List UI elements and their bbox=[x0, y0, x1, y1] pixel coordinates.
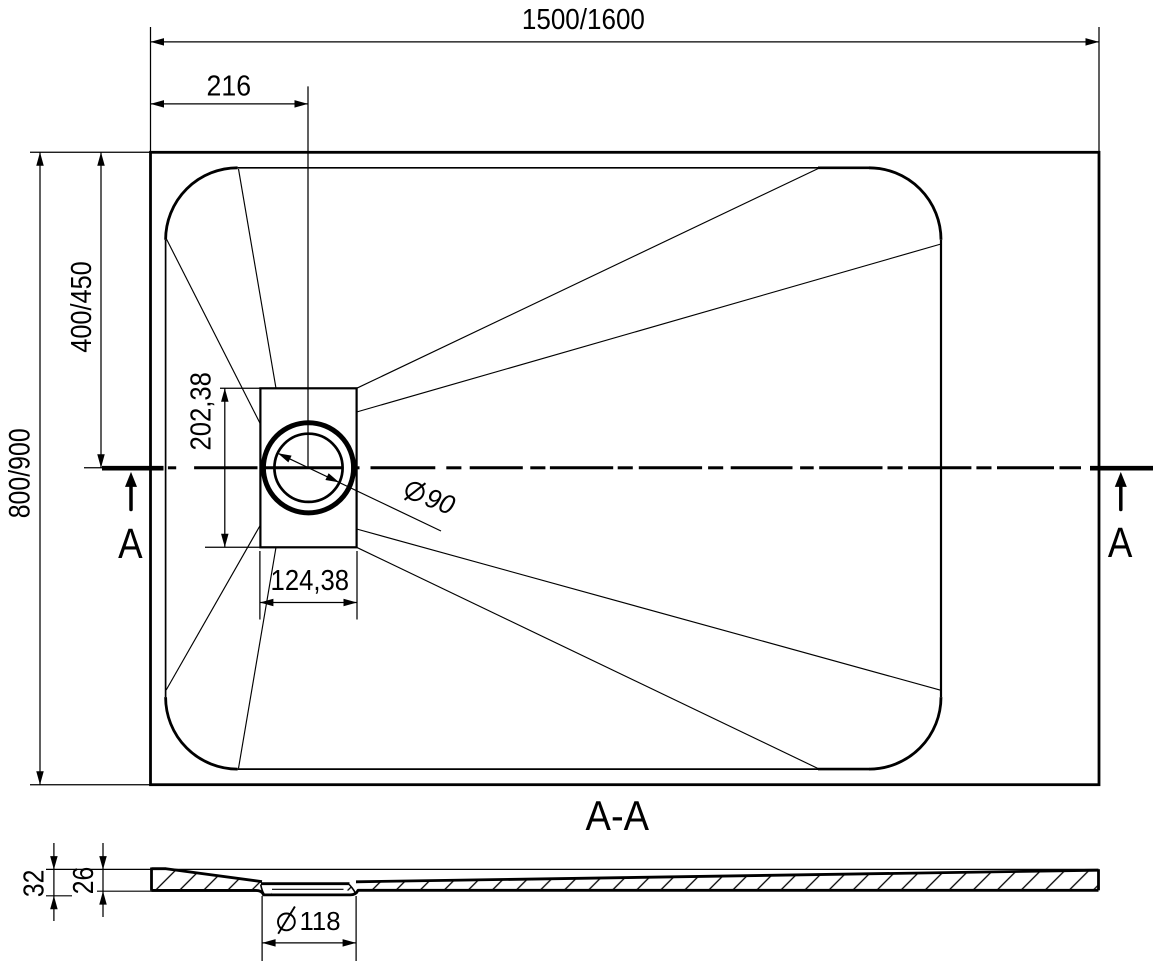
svg-text:A: A bbox=[118, 521, 143, 568]
svg-text:400/450: 400/450 bbox=[66, 261, 98, 353]
svg-text:216: 216 bbox=[207, 70, 252, 102]
svg-text:202,38: 202,38 bbox=[186, 372, 218, 451]
svg-text:A-A: A-A bbox=[586, 792, 650, 839]
svg-text:124,38: 124,38 bbox=[271, 565, 350, 597]
svg-text:118: 118 bbox=[300, 906, 341, 936]
svg-text:A: A bbox=[1108, 520, 1133, 567]
svg-text:1500/1600: 1500/1600 bbox=[522, 4, 645, 36]
svg-text:26: 26 bbox=[68, 867, 100, 895]
svg-text:800/900: 800/900 bbox=[4, 428, 37, 518]
svg-text:32: 32 bbox=[19, 870, 51, 898]
svg-text:90: 90 bbox=[421, 482, 459, 520]
